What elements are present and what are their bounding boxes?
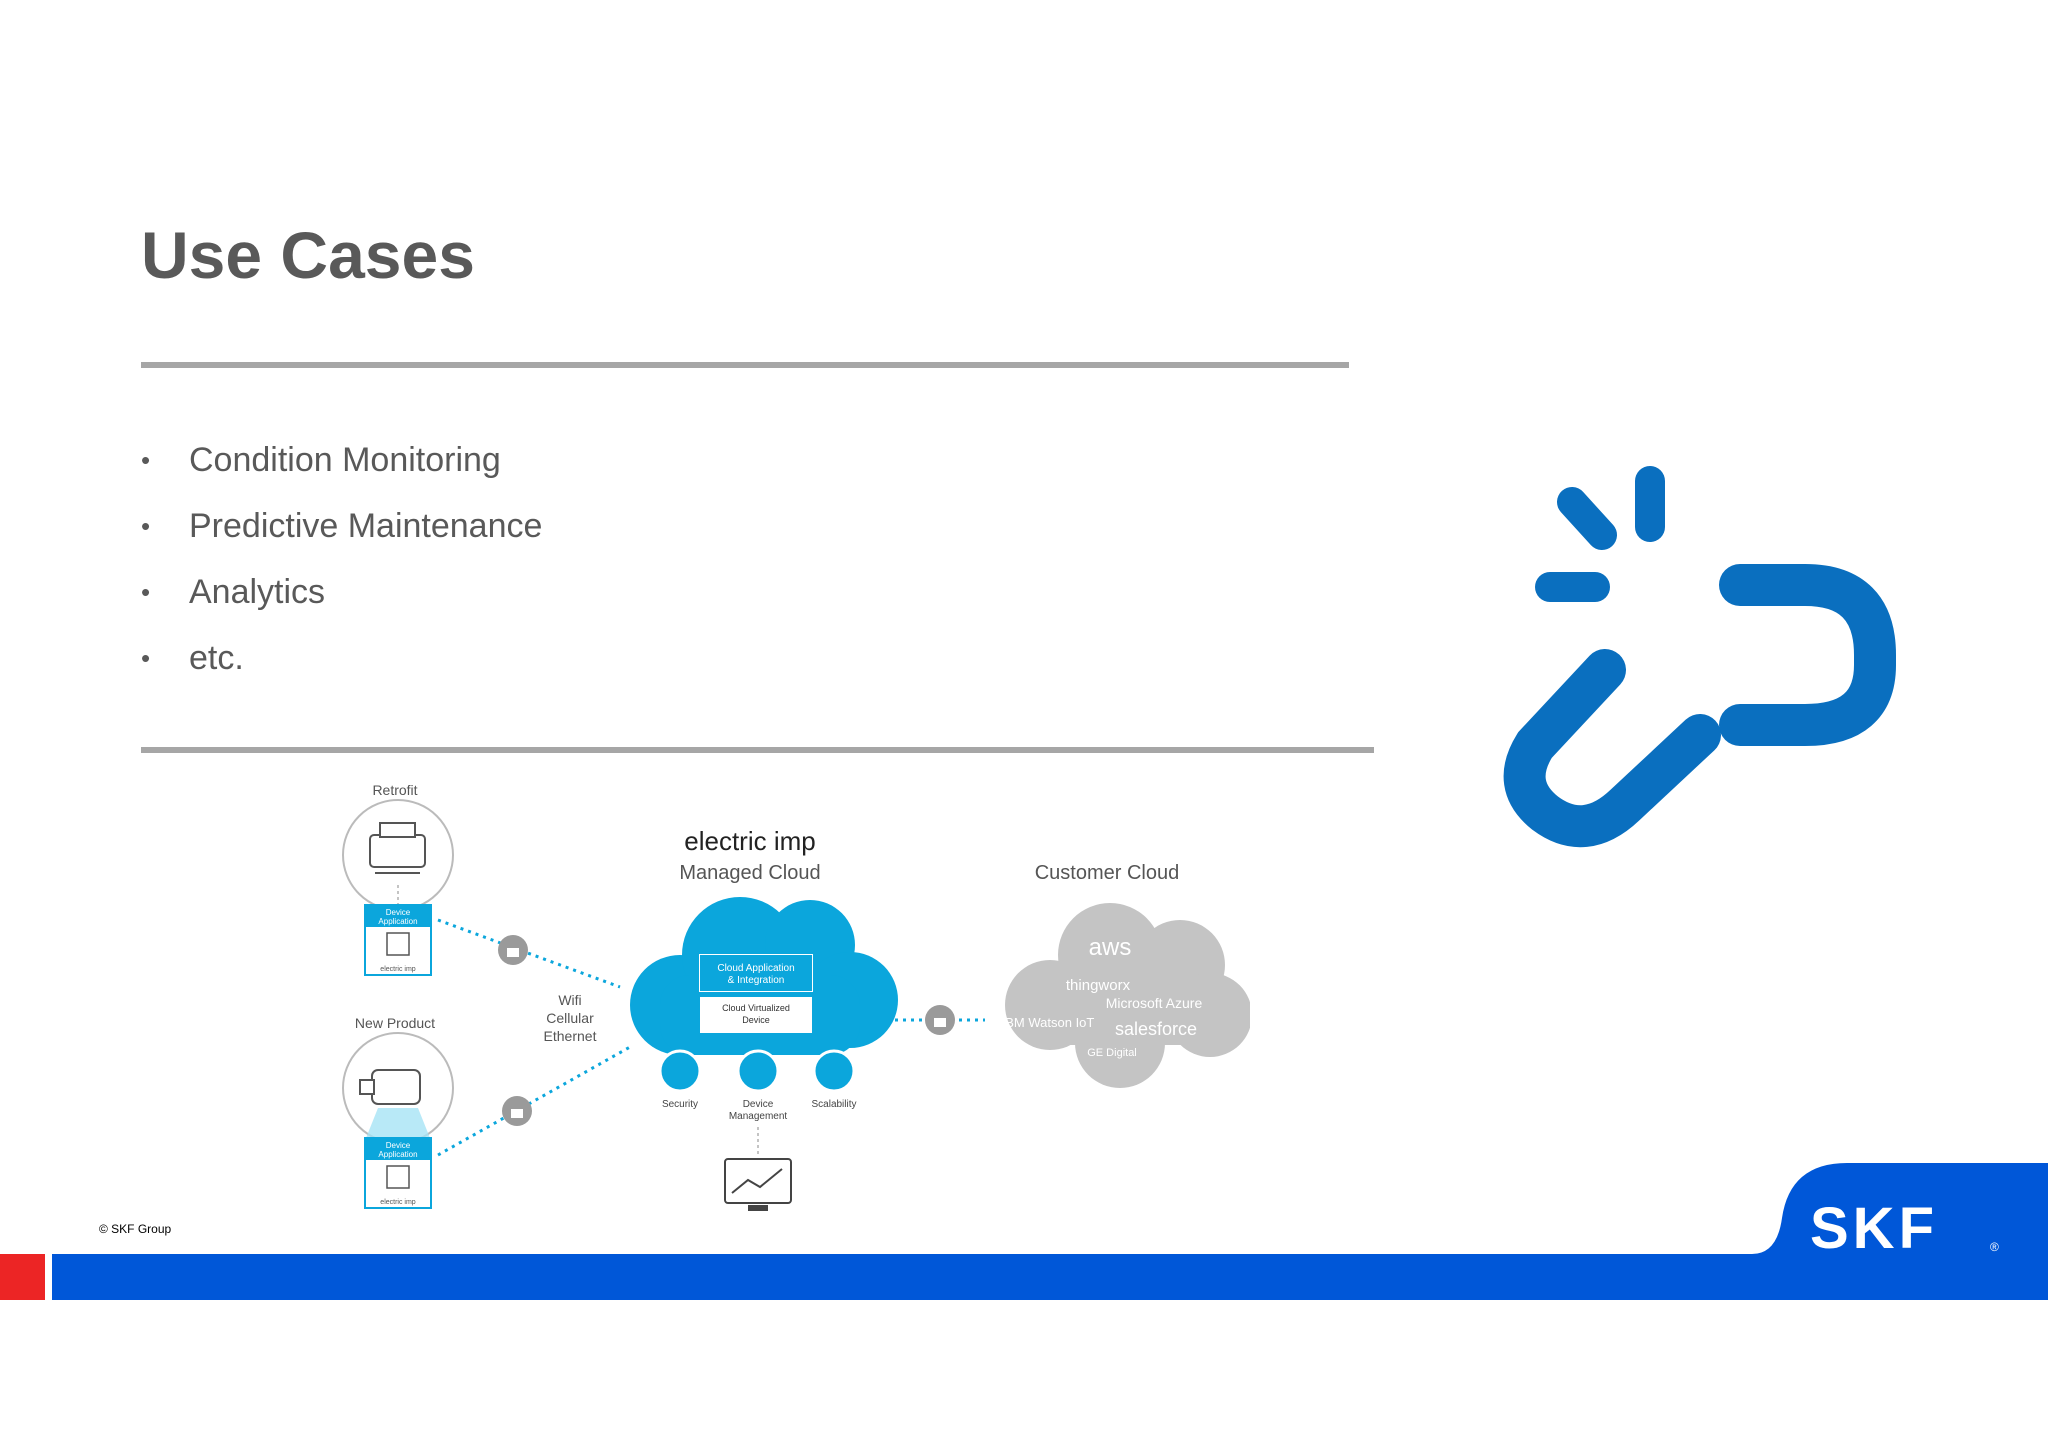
bullet-text: Analytics xyxy=(189,573,326,611)
new-product-label: New Product xyxy=(355,1015,435,1031)
connection-arrow xyxy=(437,1045,631,1157)
bullet-marker: • xyxy=(141,445,151,475)
bar-chart-icon xyxy=(812,1049,856,1093)
managed-cloud-label: Managed Cloud xyxy=(679,862,820,884)
connection-arrow xyxy=(437,918,621,989)
broken-link-icon xyxy=(1503,466,1896,848)
customer-cloud-shape xyxy=(1005,903,1250,1088)
skf-logo-tab xyxy=(1752,1163,2048,1254)
bullet-text: etc. xyxy=(189,639,244,677)
footer-bar xyxy=(52,1254,2048,1300)
customer-cloud-salesforce: salesforce xyxy=(1115,1019,1197,1039)
bullet-marker: • xyxy=(141,577,151,607)
bullet-marker: • xyxy=(141,511,151,541)
page-title: Use Cases xyxy=(141,218,475,292)
bullet-item: • Condition Monitoring xyxy=(141,437,542,503)
red-accent-block xyxy=(0,1254,45,1300)
customer-cloud-aws: aws xyxy=(1089,934,1132,961)
monitor-icon xyxy=(724,1158,792,1204)
copyright-notice: © SKF Group xyxy=(99,1222,172,1236)
device-app-line1: Device xyxy=(386,908,411,917)
bullet-item: • Analytics xyxy=(141,569,542,635)
connectivity-wifi: Wifi xyxy=(558,992,581,1008)
bullet-text: Predictive Maintenance xyxy=(189,507,543,545)
device-app-line1: Device xyxy=(386,1141,411,1150)
chip-icon xyxy=(386,1165,410,1189)
virtual-device-box xyxy=(700,997,812,1033)
bullet-marker: • xyxy=(141,643,151,673)
bullet-item: • etc. xyxy=(141,635,542,701)
registered-mark: ® xyxy=(1990,1240,1999,1254)
motor-icon xyxy=(359,1069,421,1105)
bullet-list: • Condition Monitoring • Predictive Mainte… xyxy=(141,437,542,701)
customer-cloud-azure: Microsoft Azure xyxy=(1106,995,1203,1011)
cloud-app-line1: Cloud Application xyxy=(717,963,794,974)
section-divider xyxy=(141,747,1374,753)
retrofit-label: Retrofit xyxy=(372,782,417,798)
bullet-text: Condition Monitoring xyxy=(189,441,501,479)
architecture-diagram: Retrofit Device Application electric imp… xyxy=(342,782,1250,1211)
connectivity-cellular: Cellular xyxy=(546,1010,594,1026)
chip-label: electric imp xyxy=(380,966,416,973)
feature-device: Device xyxy=(743,1099,774,1110)
virtual-device-line2: Device xyxy=(742,1015,770,1025)
device-app-line2: Application xyxy=(378,917,417,926)
device-app-line2: Application xyxy=(378,1150,417,1159)
cloud-app-line2: & Integration xyxy=(728,975,785,986)
customer-cloud-watson: IBM Watson IoT xyxy=(1002,1015,1095,1030)
sync-icon xyxy=(736,1049,780,1093)
feature-scalability: Scalability xyxy=(811,1099,856,1110)
title-divider xyxy=(141,362,1349,368)
device-application-header xyxy=(365,1138,431,1160)
lock-icon xyxy=(658,1049,702,1093)
skf-logo: SKF xyxy=(1810,1196,1938,1261)
bullet-item: • Predictive Maintenance xyxy=(141,503,542,569)
chip-icon xyxy=(386,932,410,956)
electric-imp-brand: electric imp xyxy=(684,826,815,856)
printer-icon xyxy=(369,822,426,874)
customer-cloud-ge: GE Digital xyxy=(1087,1047,1137,1059)
connectivity-ethernet: Ethernet xyxy=(544,1028,597,1044)
feature-security: Security xyxy=(662,1099,698,1110)
device-application-header xyxy=(365,905,431,927)
signal-beam xyxy=(366,1108,430,1138)
feature-management: Management xyxy=(729,1111,788,1122)
customer-cloud-label: Customer Cloud xyxy=(1035,862,1180,884)
customer-cloud-thingworx: thingworx xyxy=(1066,977,1131,994)
virtual-device-line1: Cloud Virtualized xyxy=(722,1003,790,1013)
chip-label: electric imp xyxy=(380,1199,416,1206)
